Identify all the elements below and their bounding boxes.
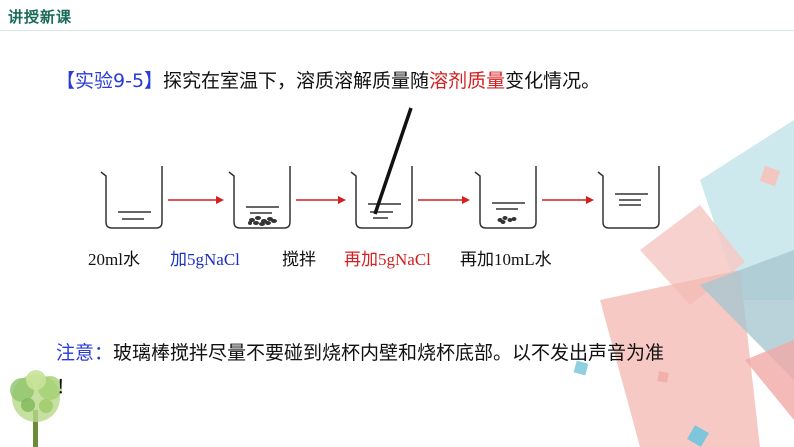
deco-cyan-square-2 [687, 425, 709, 447]
experiment-tag: 【实验9-5】 [56, 70, 164, 92]
beaker-stir [350, 166, 413, 229]
deco-small-square [759, 165, 781, 187]
step-label-add-more-nacl: 再加5gNaCl [344, 250, 431, 269]
tree-icon [10, 370, 62, 447]
step-label-stir: 搅拌 [282, 250, 316, 269]
nacl-residue [497, 216, 517, 224]
step-label-add-nacl: 加5gNaCl [170, 250, 240, 269]
arrow-4 [542, 196, 594, 204]
deco-red-triangle [745, 340, 794, 420]
beaker-water [100, 166, 163, 229]
note-text: 玻璃棒搅拌尽量不要碰到烧杯内壁和烧杯底部。以不发出声音为准 [113, 342, 665, 364]
nacl-particles [248, 216, 277, 226]
arrow-1 [168, 196, 224, 204]
arrow-2 [296, 196, 346, 204]
experiment-text-before: 探究在室温下，溶质溶解质量随 [163, 70, 430, 92]
beaker-add-more-nacl [474, 166, 537, 229]
step-label-add-water: 再加10mL水 [460, 250, 552, 269]
glass-rod [373, 107, 413, 215]
arrow-3 [418, 196, 470, 204]
deco-pink-square [657, 371, 669, 383]
note-title: 注意： [56, 342, 114, 364]
step-label-water: 20ml水 [88, 250, 140, 269]
experiment-highlight: 溶剂质量 [429, 70, 506, 92]
experiment-text-after: 变化情况。 [505, 70, 601, 92]
note-tail: ！ [56, 376, 76, 398]
deco-cyan-square [573, 360, 589, 376]
header-divider [0, 30, 794, 31]
beaker-add-water [597, 166, 660, 229]
deco-teal-shape [700, 120, 794, 300]
section-header: 讲授新课 [8, 8, 73, 26]
deco-grey-triangle [700, 250, 794, 380]
experiment-title: 【实验9-5】探究在室温下，溶质溶解质量随溶剂质量变化情况。 [56, 66, 600, 93]
beaker-add-nacl [228, 166, 291, 229]
note: 注意：玻璃棒搅拌尽量不要碰到烧杯内壁和烧杯底部。以不发出声音为准 [56, 338, 664, 365]
deco-pink-shape [600, 270, 760, 447]
